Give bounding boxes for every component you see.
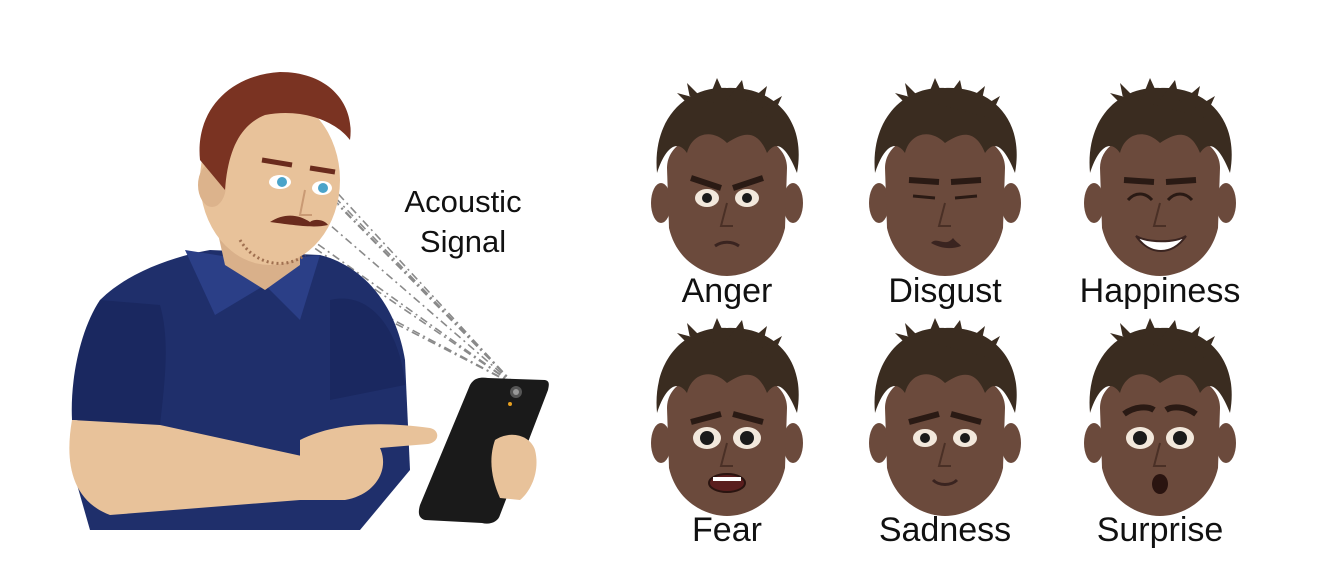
acoustic-signal-label: Acoustic Signal [388,182,538,262]
emotion-label-anger: Anger [681,272,773,310]
signal-label-line2: Signal [419,224,507,259]
mustache [270,215,328,227]
avatar-face-anger [651,78,803,276]
avatar-face-sadness [869,318,1021,516]
avatar-face-disgust [869,78,1021,276]
emotion-label-disgust: Disgust [888,272,1002,310]
avatar-face-fear [651,318,803,516]
emotion-label-happiness: Happiness [1079,272,1241,310]
pointing-hand [300,424,438,500]
emotion-label-sadness: Sadness [878,511,1012,549]
hair [199,72,351,190]
avatar-face-surprise [1084,318,1236,516]
avatar-face-happiness [1084,78,1236,276]
emotion-label-fear: Fear [692,511,762,549]
right-sleeve [330,298,405,400]
smartphone [418,377,549,524]
left-sleeve [71,300,166,425]
emotion-label-surprise: Surprise [1096,511,1224,549]
right-hand [491,434,537,500]
signal-label-line1: Acoustic [404,184,522,219]
left-forearm [69,420,320,515]
person-with-phone-illustration [69,72,549,530]
